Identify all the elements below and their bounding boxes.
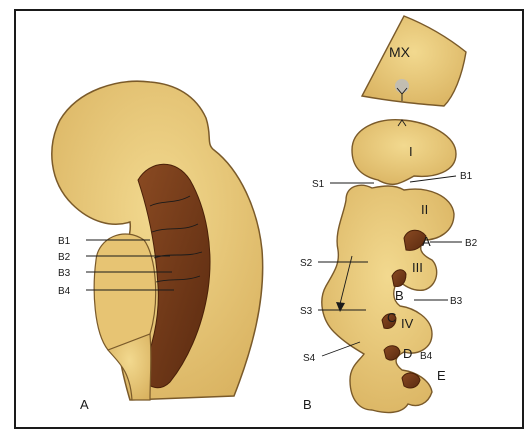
panel-b-label-b4: B4 [420,351,433,362]
panel-b-label-s4: S4 [303,353,316,364]
panel-b-roman-iv: IV [401,316,414,331]
panel-b-pouch-label-c: C [387,310,396,325]
panel-b-label-b1: B1 [460,171,473,182]
panel-b-pouch-e [402,373,420,388]
panel-b-label-b3: B3 [450,296,463,307]
panel-b-roman-i: I [409,144,413,159]
panel-b-label-s1: S1 [312,179,325,190]
panel-a-caption: A [80,397,89,412]
panel-a-label-b2: B2 [58,252,71,263]
panel-b-caption: B [303,397,312,412]
panel-b-pouch-label-d: D [403,346,412,361]
panel-b-mx-label: MX [389,44,411,60]
panel-b-pouch-label-b: B [395,288,404,303]
panel-a-label-b1: B1 [58,236,71,247]
panel-b-roman-iii: III [412,260,423,275]
panel-a-label-b3: B3 [58,268,71,279]
panel-a-label-b4: B4 [58,286,71,297]
panel-b-label-s2: S2 [300,258,313,269]
panel-b-pouch-label-a: A [422,234,431,249]
panel-b-mx-pit [395,79,409,93]
panel-b-pouch-label-e: E [437,368,446,383]
panel-b-label-s3: S3 [300,306,313,317]
panel-b-roman-ii: II [421,202,428,217]
panel-b-label-b2: B2 [465,238,478,249]
